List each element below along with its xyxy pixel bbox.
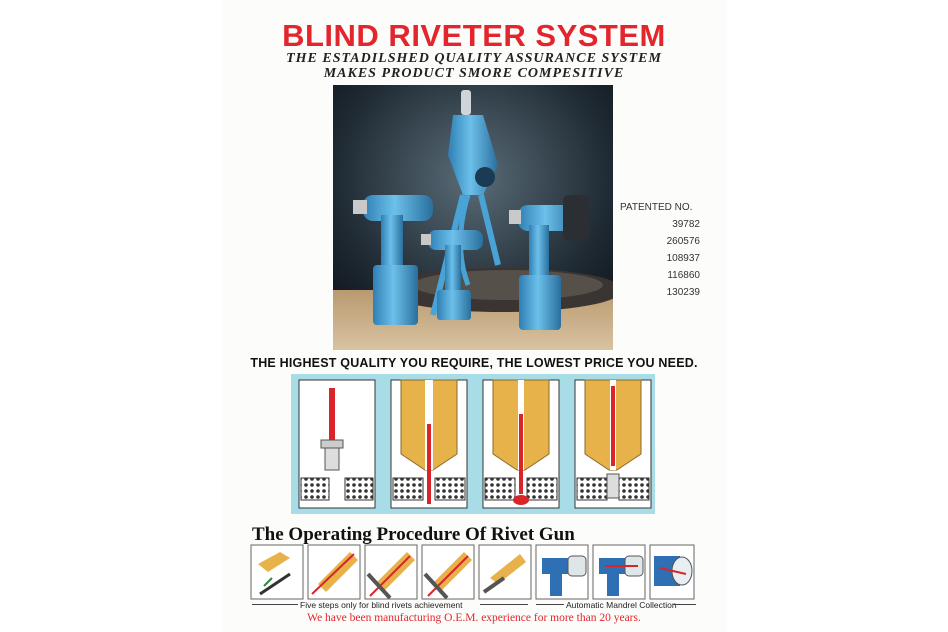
mandrel-collection-1 [535,544,589,600]
caption-bracket-right [480,604,528,605]
diagram-panel-4 [574,379,652,509]
patent-number: 108937 [666,253,700,264]
patent-number: 39782 [672,219,700,230]
patent-label: PATENTED NO. [620,202,693,213]
step-1-illustration [250,544,304,600]
mandrel-collection-2 [592,544,646,600]
rivet-process-diagram [291,374,655,514]
patent-number: 116860 [667,270,700,281]
diagram-panel-2 [390,379,468,509]
caption-bracket-left [252,604,298,605]
step-2-illustration [307,544,361,600]
patent-list: PATENTED NO. 39782 260576 108937 116860 … [620,199,700,301]
page-title: BLIND RIVETER SYSTEM [282,18,666,53]
caption-mandrel-collection: Automatic Mandrel Collection [566,600,677,610]
caption-five-steps: Five steps only for blind rivets achieve… [300,600,463,610]
step-3-illustration [364,544,418,600]
procedure-steps [250,544,695,600]
patent-number: 260576 [666,236,700,247]
diagram-panel-1 [298,379,376,509]
step-5-illustration [478,544,532,600]
mandrel-collection-3 [649,544,695,600]
caption-bracket-left-2 [536,604,564,605]
caption-bracket-right-2 [673,604,696,605]
footer-note: We have been manufacturing O.E.M. experi… [307,612,641,624]
tagline: THE HIGHEST QUALITY YOU REQUIRE, THE LOW… [250,356,698,370]
rivet-gun-product-photo [333,85,613,350]
subtitle-line-2: MAKES PRODUCT SMORE COMPESITIVE [323,66,625,81]
subtitle-line-1: THE ESTADILSHED QUALITY ASSURANCE SYSTEM [286,51,662,66]
patent-number: 130239 [666,287,700,298]
step-4-illustration [421,544,475,600]
diagram-panel-3 [482,379,560,509]
procedure-title: The Operating Procedure Of Rivet Gun [252,524,575,545]
